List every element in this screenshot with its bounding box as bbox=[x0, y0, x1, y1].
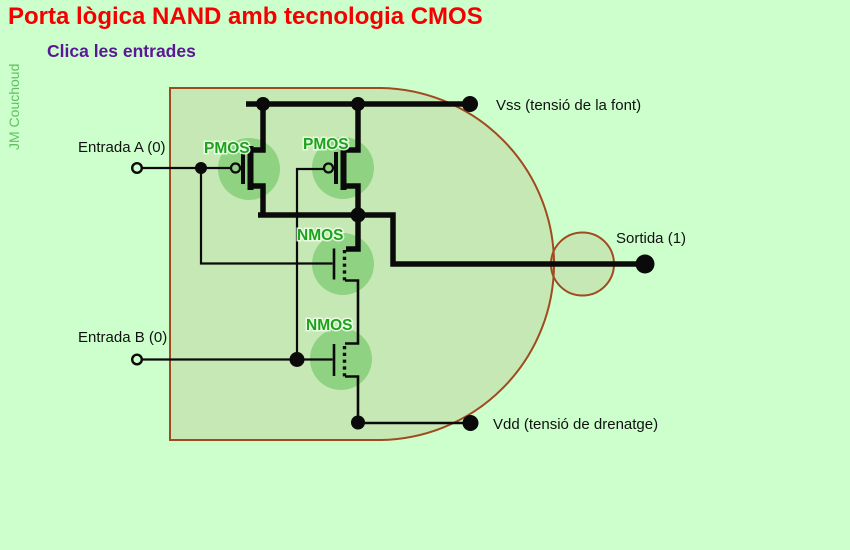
pmos2-gate-bubble-icon bbox=[322, 162, 335, 174]
pmos1-gate-bubble-icon bbox=[229, 162, 242, 174]
vss-label: Vss (tensió de la font) bbox=[496, 97, 641, 114]
junction-dot-rail-left bbox=[256, 97, 270, 111]
pmos2-source-lead bbox=[342, 104, 361, 153]
input-a-gate-branch bbox=[199, 168, 333, 265]
nmos1-drain-lead bbox=[346, 215, 361, 252]
input-a-label[interactable]: Entrada A (0) bbox=[78, 139, 166, 156]
page-title: Porta lògica NAND amb tecnologia CMOS bbox=[8, 3, 483, 30]
pmos1-drain-lead bbox=[249, 183, 266, 215]
junction-dot-rail-right bbox=[351, 97, 365, 111]
nmos1-label: NMOS bbox=[297, 227, 344, 244]
output-label: Sortida (1) bbox=[616, 230, 686, 247]
output-wire bbox=[358, 212, 645, 267]
input-b-gate-branch bbox=[295, 167, 324, 360]
junction-dot-input-b bbox=[289, 352, 305, 367]
nmos2-label: NMOS bbox=[306, 317, 353, 334]
output-terminal-dot bbox=[635, 254, 655, 274]
pmos2-drain-lead bbox=[342, 183, 361, 215]
vdd-terminal-dot bbox=[462, 415, 479, 431]
vss-terminal-dot bbox=[462, 96, 478, 112]
input-b-terminal[interactable] bbox=[130, 353, 143, 366]
instruction-text: Clica les entrades bbox=[47, 41, 196, 61]
vdd-label: Vdd (tensió de drenatge) bbox=[493, 416, 658, 433]
pmos1-label: PMOS bbox=[204, 140, 250, 157]
junction-dot-nmos2-source bbox=[351, 415, 365, 430]
input-a-terminal[interactable] bbox=[130, 161, 143, 174]
pmos1-source-lead bbox=[249, 104, 266, 153]
junction-dot-drain-rail bbox=[350, 207, 366, 223]
input-b-label[interactable]: Entrada B (0) bbox=[78, 329, 167, 346]
nmos2-source-vdd-wire bbox=[345, 375, 470, 425]
junction-dot-input-a bbox=[195, 162, 207, 174]
pmos2-label: PMOS bbox=[303, 136, 349, 153]
nmos1-nmos2-series-wire bbox=[345, 279, 360, 345]
